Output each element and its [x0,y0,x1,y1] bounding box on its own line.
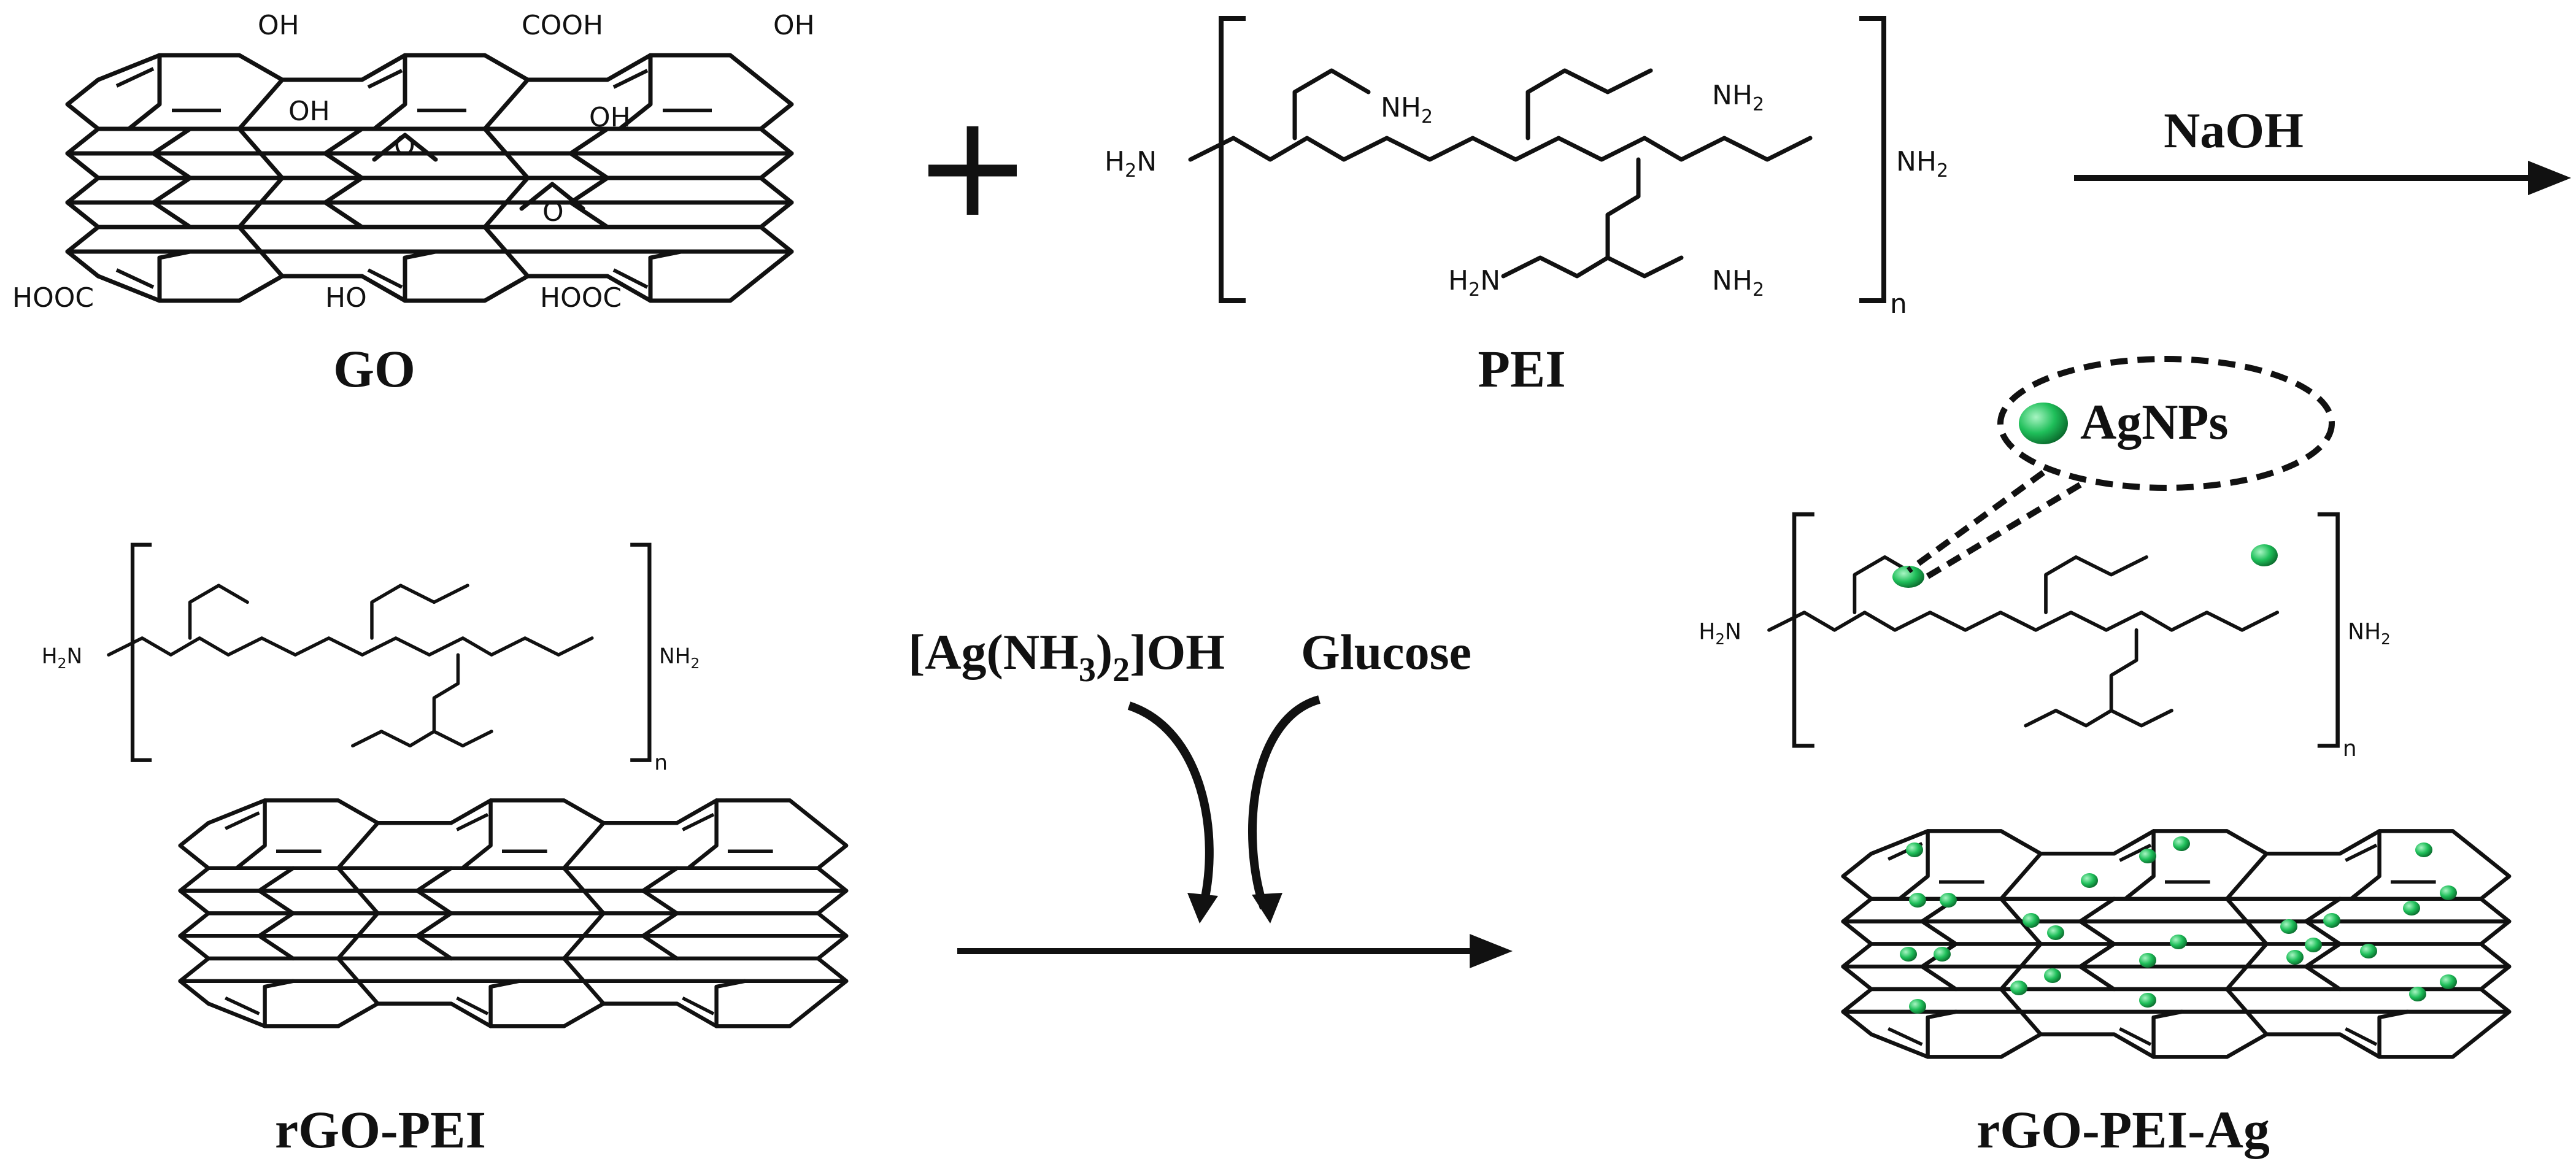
agnp-callout: AgNPs [1907,356,2335,580]
rgo-pei-structure: H2N NH2 n [42,542,700,775]
agnp-dot [2323,913,2340,928]
go-label: GO [333,339,415,398]
agnp-dot [1906,842,1923,857]
nh2-branch-label: NH2 [1712,80,1764,115]
nh2-end-label: NH2 [659,644,700,672]
glucose-reagent-label: Glucose [1301,624,1471,680]
step1-arrowhead [2528,161,2571,195]
silver-reagent-label: [Ag(NH3)2]OH [908,624,1225,689]
agnp-dot [2139,849,2156,863]
agnp-dot [2305,938,2322,952]
agnp-dot [1909,893,1926,908]
agnp-dot [2415,842,2432,857]
naoh-reagent-label: NaOH [2164,102,2304,158]
curved-arrowhead [1252,893,1282,923]
h2n-end-label: H2N [42,644,82,672]
oh-group-label: OH [288,96,330,127]
agnp-dot [2010,981,2027,995]
hooc-group-label: HOOC [12,282,94,314]
repeat-n-label: n [2343,736,2357,761]
agnp-dot [2139,953,2156,968]
oh-group-label: OH [258,10,299,41]
nh2-end-label: NH2 [1896,146,1948,182]
agnp-dot [2173,836,2190,851]
plus-sign: + [914,85,1032,249]
h2n-end-label: H2N [1105,146,1157,182]
agnp-dot [2440,974,2457,989]
agnp-particles [1892,544,2457,1014]
agnp-dot [2286,950,2304,965]
nh2-end-label: NH2 [2348,619,2391,648]
epoxide-o-label: O [394,130,415,161]
pei-structure: H2N NH2 NH2 NH2 NH2 H2N n [1105,16,1948,320]
agnp-dot [2280,919,2297,934]
epoxide-bond [519,182,585,211]
go-structure: O O OH COOH OH OH OH HOOC HO HOOC [12,10,815,314]
agnp-callout-label: AgNPs [2080,394,2228,450]
agnp-dot [1892,566,1924,588]
cooh-group-label: COOH [522,10,603,41]
agnp-dot [2403,901,2420,916]
repeat-bracket-right [1859,16,1886,303]
agnp-dot [2139,993,2156,1008]
pei-label: PEI [1478,339,1565,398]
agnp-legend-dot [2019,403,2068,444]
epoxide-o-label: O [542,196,564,228]
curved-arrow-glucose [1248,695,1321,910]
agnp-dot [2170,935,2187,949]
oh-group-label: OH [589,102,631,133]
repeat-n-label: n [654,750,668,775]
agnp-dot [2409,987,2426,1001]
agnp-dot [1940,893,1957,908]
rgo-pei-ag-polymer: H2N NH2 n [1699,512,2391,761]
agnp-dot [2044,968,2061,983]
agnp-dot [2251,544,2278,566]
agnp-dot [1934,947,1951,962]
nh2-branch-label: NH2 [1712,265,1764,301]
rgo-pei-ag-label: rGO-PEI-Ag [1976,1100,2270,1159]
rgo-sheet [180,800,847,1026]
repeat-n-label: n [1890,288,1907,320]
nh2-branch-label: NH2 [1381,92,1433,128]
agnp-dot [2440,885,2457,900]
step2-arrowhead [1470,934,1513,968]
curved-arrow-silver [1127,701,1214,909]
curved-arrowhead [1187,893,1218,923]
hooc-group-label: HOOC [540,282,622,314]
agnp-dot [1900,947,1917,962]
h2n-end-label: H2N [1699,619,1741,648]
repeat-bracket-left [1219,16,1246,303]
agnp-dot [1909,999,1926,1014]
ho-group-label: HO [325,282,367,314]
rgo-pei-label: rGO-PEI [275,1100,486,1159]
h2n-branch-label: H2N [1448,265,1500,301]
epoxide-bond [372,133,438,162]
agnp-dot [2081,873,2098,888]
oh-group-label: OH [773,10,815,41]
agnp-dot [2023,913,2040,928]
agnp-dot [2047,925,2064,940]
agnp-dot [2360,944,2377,958]
